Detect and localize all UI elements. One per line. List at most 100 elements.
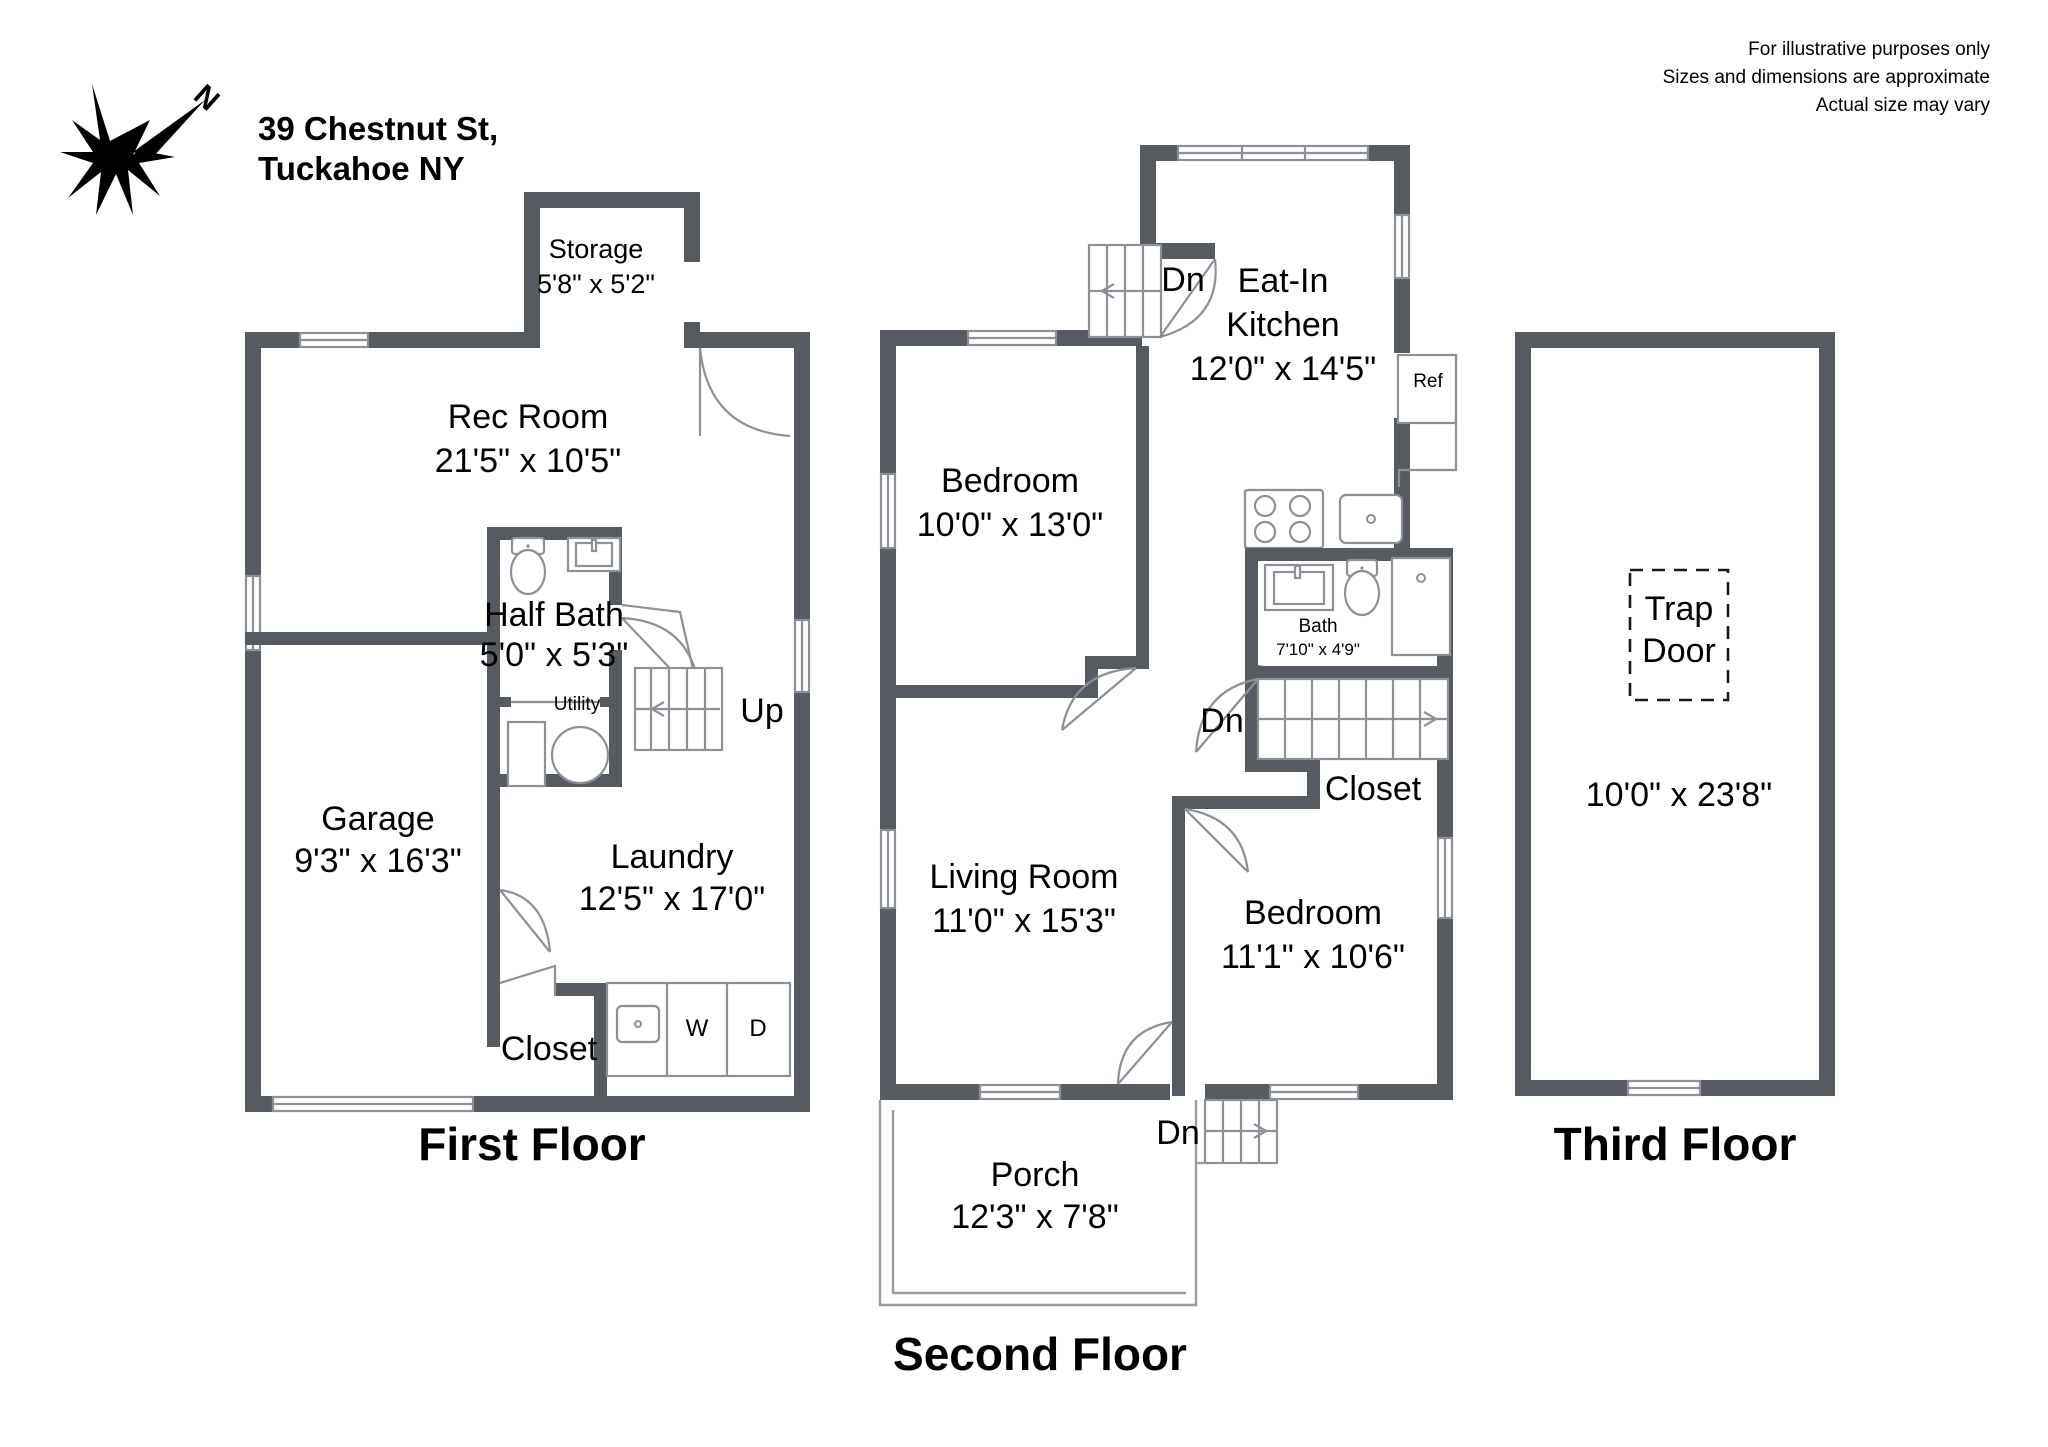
- storage-wall-right-upper: [684, 192, 700, 262]
- room-label-garage: Garage: [321, 800, 434, 838]
- room-label-storage: Storage: [549, 234, 644, 264]
- bedroom1-door-arc: [1060, 666, 1137, 731]
- sf-window-bedroom-top: [966, 329, 1058, 347]
- disclaimer-line-1: For illustrative purposes only: [1748, 39, 1990, 60]
- sf-kitchen-wall-left: [1140, 145, 1156, 257]
- hb-wall-top: [487, 527, 622, 540]
- stair-label-dn-kitchen: Dn: [1161, 261, 1204, 299]
- ff-garage-divider: [245, 632, 495, 645]
- bedroom2-door-leaf: [1184, 808, 1249, 873]
- ff-window-top: [298, 331, 370, 349]
- kitchen-sink-icon: [1338, 493, 1404, 545]
- hb-wall-right-lower: [609, 650, 622, 787]
- room-label-living-room: Living Room: [930, 858, 1119, 896]
- room-dim-storage: 5'8" x 5'2": [537, 269, 655, 299]
- storage-wall-left: [524, 192, 540, 338]
- room-dim-kitchen: 12'0" x 14'5": [1190, 350, 1376, 388]
- appliance-label-washer: W: [686, 1015, 709, 1042]
- staircase-down-hall[interactable]: [1256, 677, 1450, 761]
- room-label-kitchen-line1: Eat-In: [1238, 262, 1329, 300]
- room-label-bedroom-1: Bedroom: [941, 462, 1079, 500]
- bedroom1-door-leaf: [1061, 667, 1137, 731]
- garage-door-leaf: [499, 889, 551, 953]
- room-dim-garage: 9'3" x 16'3": [294, 842, 462, 880]
- shower-icon: [1390, 556, 1452, 657]
- ff-window-right-1: [793, 618, 811, 694]
- sf-window-living-bottom: [978, 1083, 1062, 1101]
- room-label-trap-line2: Door: [1642, 632, 1716, 670]
- room-label-kitchen-line2: Kitchen: [1226, 306, 1339, 344]
- ff-entry-door-arc: [698, 347, 791, 438]
- appliance-label-dryer: D: [749, 1015, 766, 1042]
- ff-storage-opening: [540, 332, 684, 348]
- hall-stair-door-arc: [1194, 677, 1259, 753]
- address-line-1: 39 Chestnut St,: [258, 110, 498, 147]
- room-label-half-bath: Half Bath: [484, 596, 624, 634]
- room-dim-laundry: 12'5" x 17'0": [579, 880, 765, 918]
- room-dim-rec-room: 21'5" x 10'5": [435, 442, 621, 480]
- kitchen-counter-outline: [1397, 355, 1458, 487]
- sf-kitchen-wall-right-2: [1394, 278, 1410, 353]
- utility-room: [495, 697, 616, 788]
- ff-wall-right: [794, 332, 810, 1112]
- room-label-closet-ff: Closet: [501, 1030, 598, 1068]
- second-floor-plan: Dn Eat-In Kitchen 12'0" x 14'5" Ref: [878, 144, 1458, 1380]
- room-dim-living-room: 11'0" x 15'3": [932, 902, 1116, 940]
- room-dim-half-bath: 5'0" x 5'3": [480, 636, 629, 674]
- toilet-icon-half-bath: [509, 536, 547, 596]
- tf-window-bottom: [1626, 1079, 1702, 1097]
- storage-wall-top: [524, 192, 700, 208]
- utility-jamb-left: [495, 697, 511, 707]
- disclaimer-line-3: Actual size may vary: [1816, 95, 1991, 116]
- closet-sf-wall-bottom2: [1245, 796, 1320, 809]
- ff-window-left-1: [244, 574, 262, 652]
- room-label-utility: Utility: [554, 694, 601, 715]
- appliance-label-refrigerator: Ref: [1413, 371, 1443, 392]
- floor-title-first: First Floor: [418, 1118, 646, 1170]
- closet-sf-wall-left: [1245, 666, 1258, 772]
- sf-kitchen-wall-right-1: [1394, 145, 1410, 215]
- sf-bedroom1-wall-right: [1136, 346, 1149, 668]
- tf-wall-top: [1515, 332, 1835, 348]
- bath-vanity-icon: [1263, 563, 1335, 612]
- sf-window-bedroom2-right: [1436, 836, 1454, 920]
- sf-kitchen-window-top: [1176, 144, 1370, 162]
- hall-stair-door-leaf: [1195, 678, 1259, 753]
- address-line-2: Tuckahoe NY: [258, 150, 465, 187]
- ff-garage-door: [271, 1095, 475, 1113]
- living-front-door-arc: [1116, 1020, 1173, 1085]
- disclaimer-line-2: Sizes and dimensions are approximate: [1663, 67, 1990, 88]
- living-front-door-leaf: [1117, 1021, 1173, 1085]
- first-floor-plan: Storage 5'8" x 5'2" Rec Room 21'5" x 10'…: [244, 192, 811, 1170]
- tf-wall-right: [1819, 332, 1835, 1096]
- sf-window-living-left: [879, 828, 897, 910]
- compass-rose-icon: N: [60, 78, 225, 215]
- third-floor-plan: Trap Door 10'0" x 23'8" Third Floor: [1515, 332, 1835, 1170]
- laundry-appliance-row: [605, 981, 792, 1078]
- porch-outline: [878, 1100, 1198, 1307]
- ff-wall-left: [245, 332, 261, 1112]
- room-label-trap-line1: Trap: [1645, 590, 1714, 628]
- ff-garage-wall-vertical: [487, 645, 500, 1047]
- room-dim-bedroom-2: 11'1" x 10'6": [1221, 938, 1405, 976]
- sf-window-bedroom2-bottom: [1268, 1083, 1360, 1101]
- closet-sf-wall-top: [1245, 666, 1453, 679]
- room-label-rec-room: Rec Room: [448, 398, 609, 436]
- floor-title-third: Third Floor: [1554, 1118, 1797, 1170]
- bath-wall-left: [1245, 548, 1258, 666]
- sf-bedroom2-wall-left: [1172, 796, 1185, 1096]
- trap-door-outline: [1628, 568, 1730, 702]
- staircase-down-porch[interactable]: [1196, 1098, 1279, 1165]
- bedroom2-door-arc: [1184, 807, 1250, 873]
- stair-label-dn-porch: Dn: [1156, 1114, 1199, 1152]
- room-label-porch: Porch: [991, 1156, 1080, 1194]
- staircase-down-kitchen[interactable]: [1087, 243, 1163, 339]
- stair-label-up: Up: [740, 692, 783, 730]
- sf-hall-wall-left: [880, 685, 1098, 698]
- staircase-up-first-floor[interactable]: [633, 666, 724, 752]
- room-dim-bedroom-1: 10'0" x 13'0": [917, 506, 1103, 544]
- kitchen-stair-door-arc: [1159, 258, 1217, 339]
- sf-hall-wall-step: [1085, 656, 1149, 669]
- floor-title-second: Second Floor: [893, 1328, 1187, 1380]
- room-dim-bath: 7'10" x 4'9": [1276, 640, 1360, 659]
